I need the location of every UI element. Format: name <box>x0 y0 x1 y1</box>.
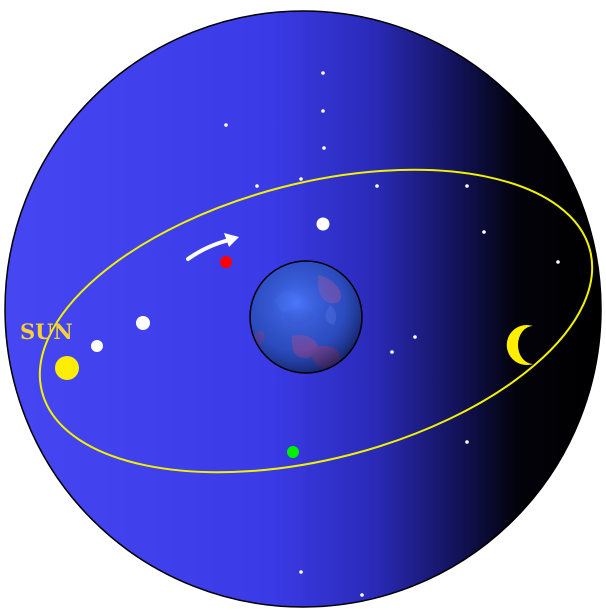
earth-globe-icon <box>249 260 363 374</box>
star <box>390 350 394 354</box>
star <box>375 184 379 188</box>
star <box>224 123 228 127</box>
star <box>413 335 417 339</box>
curved-arrow-icon <box>186 233 239 261</box>
star <box>321 71 325 75</box>
crescent-moon-icon <box>506 325 533 365</box>
sun-disc-icon <box>55 356 79 380</box>
star <box>322 146 326 150</box>
star <box>465 184 469 188</box>
planet-white-small <box>91 340 103 352</box>
star <box>360 593 364 597</box>
star <box>255 184 259 188</box>
planet-green <box>287 446 299 458</box>
star <box>299 570 303 574</box>
sun-label: SUN <box>20 319 73 344</box>
planet-white-upper <box>316 217 330 231</box>
star <box>465 440 469 444</box>
star <box>482 230 486 234</box>
star-field <box>224 71 560 597</box>
star <box>321 109 325 113</box>
ecliptic-orbit <box>38 168 594 474</box>
star <box>556 260 560 264</box>
planet-red <box>220 256 232 268</box>
star <box>299 177 303 181</box>
planet-white <box>136 316 150 330</box>
